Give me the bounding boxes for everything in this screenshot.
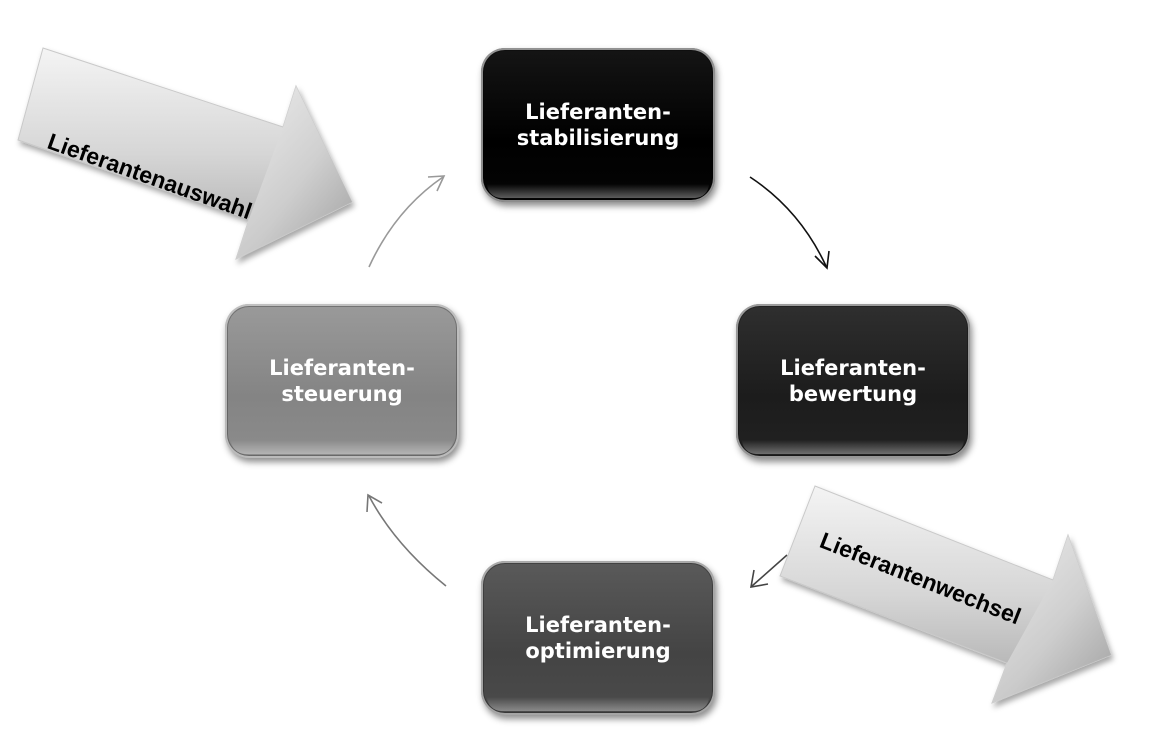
step-label-line2: steuerung (281, 382, 403, 406)
step-label-stabilisierung: Lieferanten- stabilisierung (517, 99, 680, 151)
step-box-stabilisierung: Lieferanten- stabilisierung (481, 48, 715, 202)
step-label-optimierung: Lieferanten- optimierung (525, 612, 671, 664)
step-label-line2: bewertung (788, 382, 918, 406)
connector-steu-to-stab (368, 175, 446, 268)
step-label-line1: Lieferanten- (525, 100, 671, 124)
step-label-line2: optimierung (525, 639, 671, 663)
entry-block-arrow (17, 47, 353, 260)
connector-stab-to-bew (749, 176, 830, 270)
step-label-bewertung: Lieferanten- bewertung (780, 355, 926, 407)
box-gloss (487, 697, 709, 711)
connector-opt-to-steu (366, 493, 447, 587)
step-box-bewertung: Lieferanten- bewertung (736, 304, 970, 458)
step-label-steuerung: Lieferanten- steuerung (269, 355, 415, 407)
step-box-steuerung: Lieferanten- steuerung (225, 304, 459, 458)
step-label-line1: Lieferanten- (525, 613, 671, 637)
box-gloss (742, 440, 964, 454)
step-label-line1: Lieferanten- (780, 356, 926, 380)
box-gloss (487, 184, 709, 198)
step-label-line1: Lieferanten- (269, 356, 415, 380)
step-box-optimierung: Lieferanten- optimierung (481, 561, 715, 715)
box-gloss (231, 440, 453, 454)
exit-block-arrow (779, 485, 1112, 704)
connector-bew-to-opt (750, 554, 788, 588)
step-label-line2: stabilisierung (516, 126, 680, 150)
